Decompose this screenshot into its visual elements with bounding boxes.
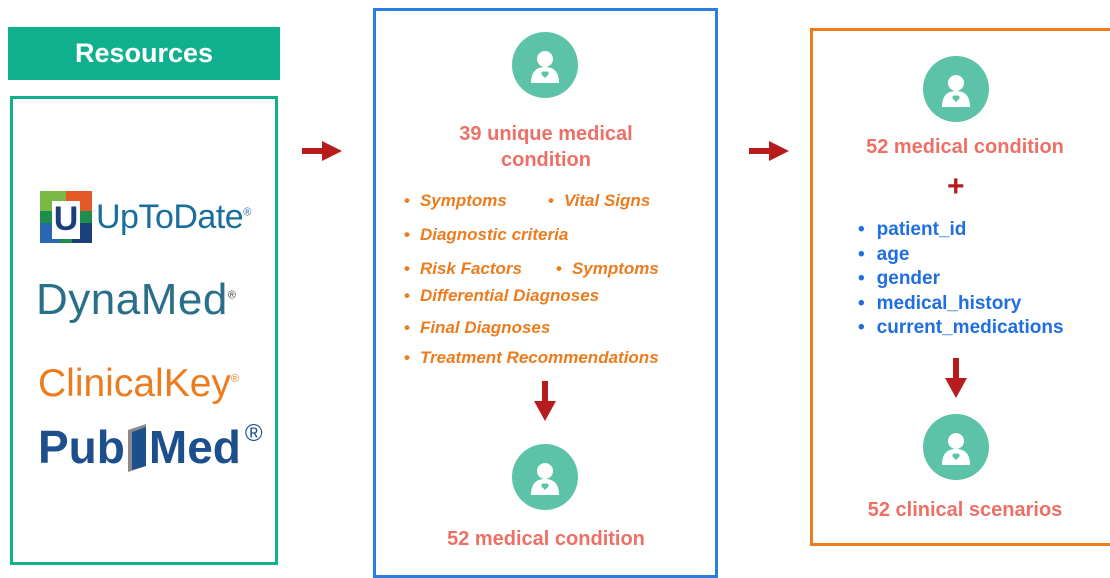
item-diagnostic-criteria: •Diagnostic criteria [404,225,569,244]
field-current-medications: •current_medications [858,317,1064,338]
clinicalkey-logo: ClinicalKey® [38,362,240,405]
person-heart-icon [512,444,578,510]
resources-panel [10,96,278,565]
middle-medical-condition-label: 52 medical condition [447,528,645,550]
patient-fields-list: •patient_id •age •gender •medical_histor… [858,218,1064,341]
field-patient-id: •patient_id [858,219,967,240]
item-final-diagnoses: •Final Diagnoses [404,318,551,337]
item-risk-factors: •Risk Factors [404,259,522,278]
arrow-down-icon [945,358,967,398]
item-vital-signs: •Vital Signs [548,191,651,210]
uptodate-badge-icon: U [40,191,92,243]
resources-header: Resources [8,27,280,80]
field-age: •age [858,243,910,265]
person-heart-icon [923,414,989,480]
arrow-down-icon [534,381,556,421]
person-heart-icon [923,56,989,122]
uptodate-logo: U UpToDate® [40,191,251,243]
right-medical-condition-label: 52 medical condition [866,136,1064,158]
dynamed-logo: DynaMed® [36,275,237,324]
uptodate-badge-letter: U [53,200,79,238]
unique-conditions-title: 39 unique medical condition [459,123,633,171]
clinical-scenarios-label: 52 clinical scenarios [867,499,1063,521]
arrow-right-icon [749,141,789,161]
field-medical-history: •medical_history [858,292,1022,314]
field-gender: •gender [858,268,941,289]
pubmed-book-icon [127,424,146,472]
item-symptoms: •Symptoms [404,191,507,210]
pubmed-logo: Pub Med ® [38,420,263,473]
item-symptoms-2: •Symptoms [556,259,659,278]
arrow-right-icon [302,141,342,161]
uptodate-wordmark: UpToDate® [96,197,251,236]
item-treatment-recommendations: •Treatment Recommendations [404,348,659,367]
plus-icon: + [947,170,965,203]
person-heart-icon [512,32,578,98]
item-differential-diagnoses: •Differential Diagnoses [404,286,600,305]
